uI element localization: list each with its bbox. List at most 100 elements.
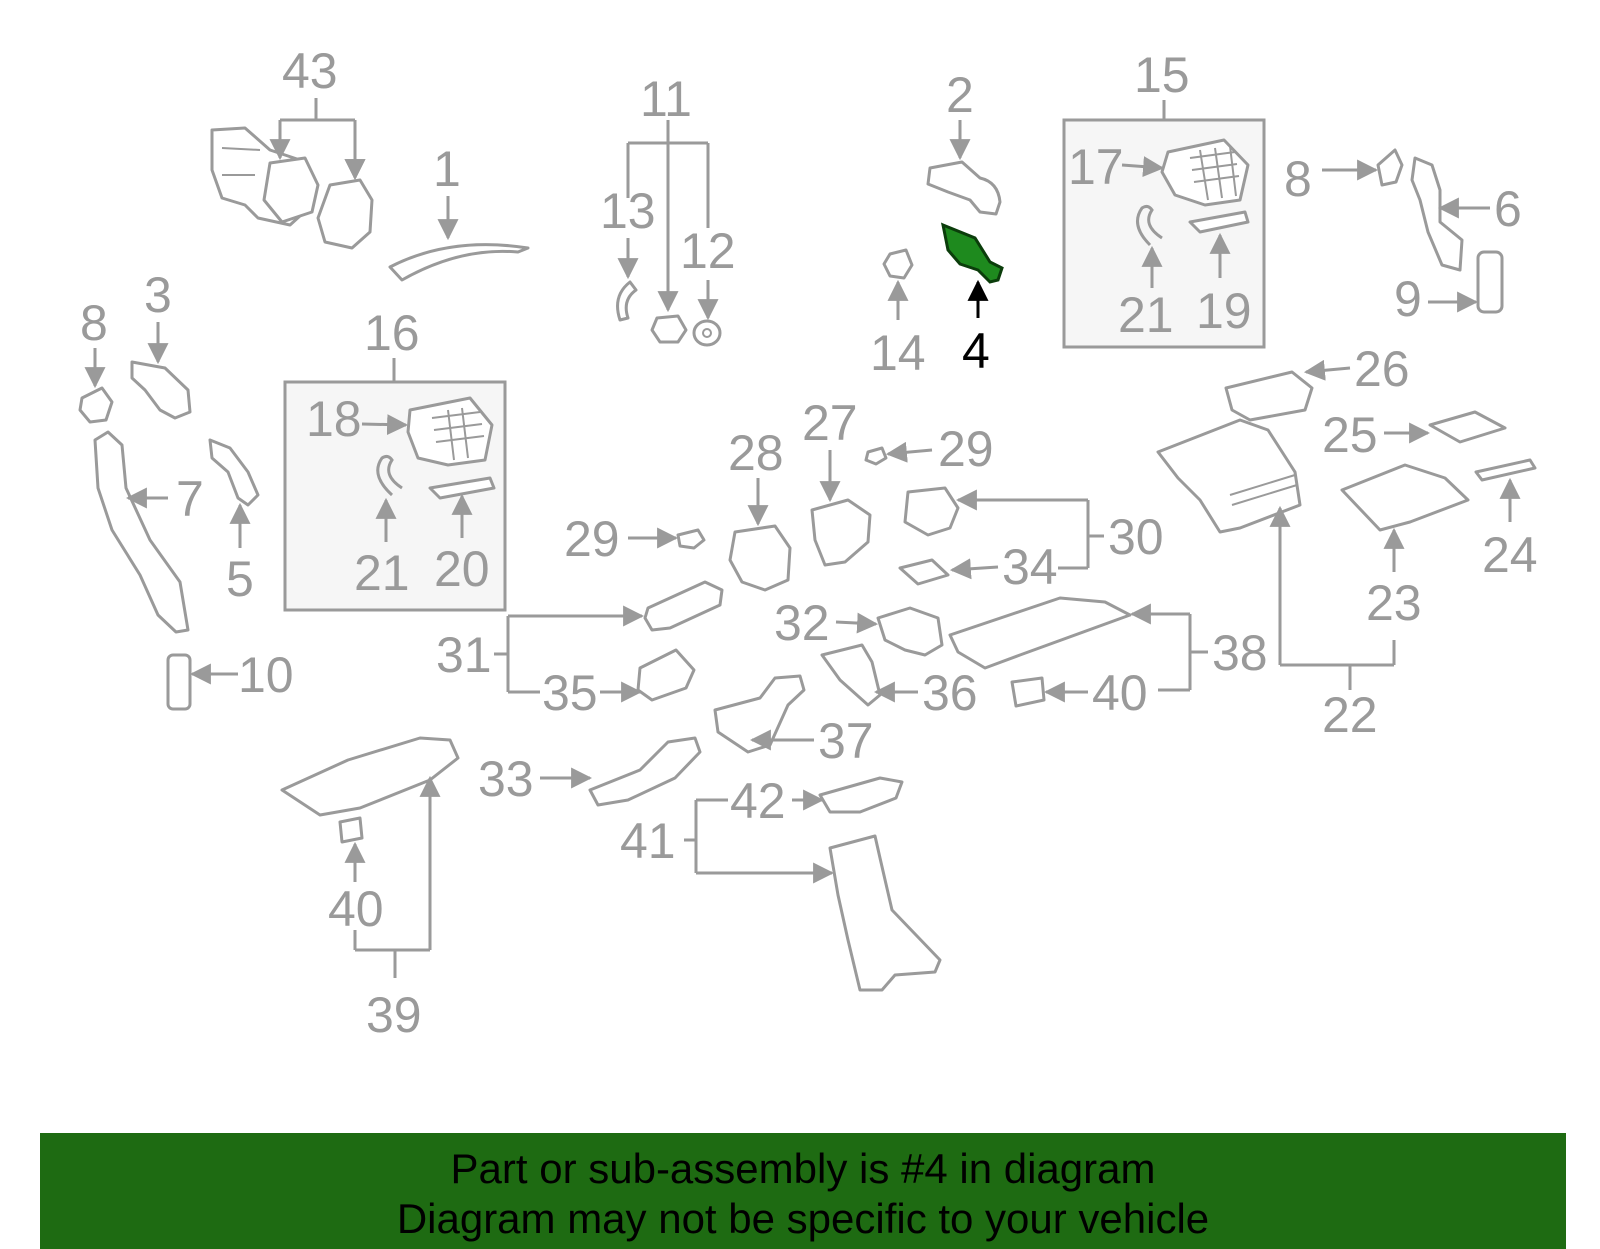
callout-17: 17 <box>1068 139 1124 195</box>
part-12-grommet[interactable] <box>692 319 722 347</box>
part-5-bracket[interactable] <box>208 438 260 507</box>
callout-25: 25 <box>1322 407 1378 463</box>
part-20-clip[interactable] <box>428 476 496 500</box>
part-8-clip-right[interactable] <box>1376 148 1404 187</box>
part-14-nut[interactable] <box>882 248 914 280</box>
part-42-bezel[interactable] <box>818 776 904 814</box>
part-37-duct[interactable] <box>713 674 806 754</box>
part-24-strip[interactable] <box>1474 458 1537 482</box>
leader-32 <box>835 612 879 634</box>
callout-35: 35 <box>542 665 598 721</box>
callout-30: 30 <box>1108 509 1164 565</box>
part-17-vent[interactable] <box>1160 138 1250 207</box>
part-8-clip-left[interactable] <box>78 386 114 424</box>
part-27-vent[interactable] <box>810 498 872 567</box>
callout-15: 15 <box>1134 47 1190 103</box>
leader-26 <box>1303 359 1351 381</box>
callout-3: 3 <box>144 267 172 323</box>
part-21-wire-a[interactable] <box>1136 204 1163 247</box>
part-2-duct[interactable] <box>926 160 1002 216</box>
part-9-vent[interactable] <box>1476 250 1504 314</box>
callout-41: 41 <box>620 813 676 869</box>
part-34-frame[interactable] <box>898 558 950 586</box>
leader-17 <box>1121 156 1165 178</box>
callout-33: 33 <box>478 751 534 807</box>
info-banner: Part or sub-assembly is #4 in diagram Di… <box>40 1133 1566 1249</box>
callout-34: 34 <box>1002 539 1058 595</box>
part-32-vent[interactable] <box>876 606 944 657</box>
callout-36: 36 <box>922 665 978 721</box>
callout-20: 20 <box>434 541 490 597</box>
part-40-clip-left[interactable] <box>338 816 364 844</box>
callout-4: 4 <box>962 323 990 379</box>
callout-22: 22 <box>1322 687 1378 743</box>
callout-24: 24 <box>1482 527 1538 583</box>
leader-30 <box>955 489 1104 570</box>
leader-11-13-12 <box>617 120 719 321</box>
callout-32: 32 <box>774 595 830 651</box>
leader-22 <box>1269 505 1396 690</box>
callout-40-left: 40 <box>328 881 384 937</box>
callout-5: 5 <box>226 551 254 607</box>
callout-8-right: 8 <box>1284 151 1312 207</box>
part-11-nut[interactable] <box>650 314 688 344</box>
part-36-duct[interactable] <box>820 643 882 707</box>
callout-13: 13 <box>600 183 656 239</box>
part-29-fastener-b[interactable] <box>864 446 888 466</box>
part-40-clip-right[interactable] <box>1010 676 1046 708</box>
callout-11: 11 <box>640 71 692 127</box>
callout-29-left: 29 <box>564 511 620 567</box>
part-43-housing[interactable] <box>210 126 374 250</box>
callout-28: 28 <box>728 425 784 481</box>
leader-39 <box>353 775 441 978</box>
callout-7: 7 <box>176 471 204 527</box>
part-30-vent[interactable] <box>903 486 960 537</box>
callout-18: 18 <box>306 391 362 447</box>
callout-9: 9 <box>1394 271 1422 327</box>
callout-12: 12 <box>680 223 736 279</box>
part-1-panel[interactable] <box>388 243 530 282</box>
callout-26: 26 <box>1354 341 1410 397</box>
part-6-duct[interactable] <box>1410 156 1464 272</box>
callout-1: 1 <box>433 141 461 197</box>
part-25-pad[interactable] <box>1428 410 1507 444</box>
part-33-duct[interactable] <box>588 736 702 807</box>
callout-27: 27 <box>802 395 858 451</box>
part-22-center-panel[interactable] <box>1156 418 1302 534</box>
part-21-wire-b[interactable] <box>376 454 403 497</box>
callout-40-right: 40 <box>1092 665 1148 721</box>
callout-21-box16: 21 <box>354 545 410 601</box>
leader-31 <box>494 605 645 694</box>
part-19-clip[interactable] <box>1188 210 1250 234</box>
part-39-assembly[interactable] <box>280 736 460 817</box>
callout-2: 2 <box>946 67 974 123</box>
callout-8-left: 8 <box>80 295 108 351</box>
callout-37: 37 <box>818 713 874 769</box>
callout-16: 16 <box>364 305 420 361</box>
part-4-duct-highlighted[interactable] <box>940 222 1004 284</box>
part-3-bracket[interactable] <box>130 360 192 420</box>
callout-29-right: 29 <box>938 421 994 477</box>
part-18-vent[interactable] <box>406 396 494 467</box>
callout-42: 42 <box>730 773 786 829</box>
part-41-duct[interactable] <box>828 834 942 992</box>
part-38-tray[interactable] <box>948 596 1132 670</box>
leader-38 <box>1129 603 1208 692</box>
callout-23: 23 <box>1366 575 1422 631</box>
leader-34 <box>949 558 999 580</box>
callout-38: 38 <box>1212 625 1268 681</box>
part-10-vent[interactable] <box>166 653 192 711</box>
callout-31: 31 <box>436 627 492 683</box>
part-13-clip[interactable] <box>616 280 638 322</box>
part-29-fastener-a[interactable] <box>676 528 706 550</box>
part-23-tray[interactable] <box>1340 463 1470 532</box>
leader-18 <box>361 414 409 436</box>
part-7-duct[interactable] <box>93 430 190 634</box>
part-26-vent[interactable] <box>1224 370 1314 422</box>
leader-29b <box>885 441 933 463</box>
part-28-duct[interactable] <box>728 524 792 592</box>
part-31-duct[interactable] <box>643 580 724 632</box>
callout-39: 39 <box>366 987 422 1043</box>
banner-line-part: Part or sub-assembly is #4 in diagram <box>450 1145 1156 1192</box>
part-35-cover[interactable] <box>636 648 696 702</box>
